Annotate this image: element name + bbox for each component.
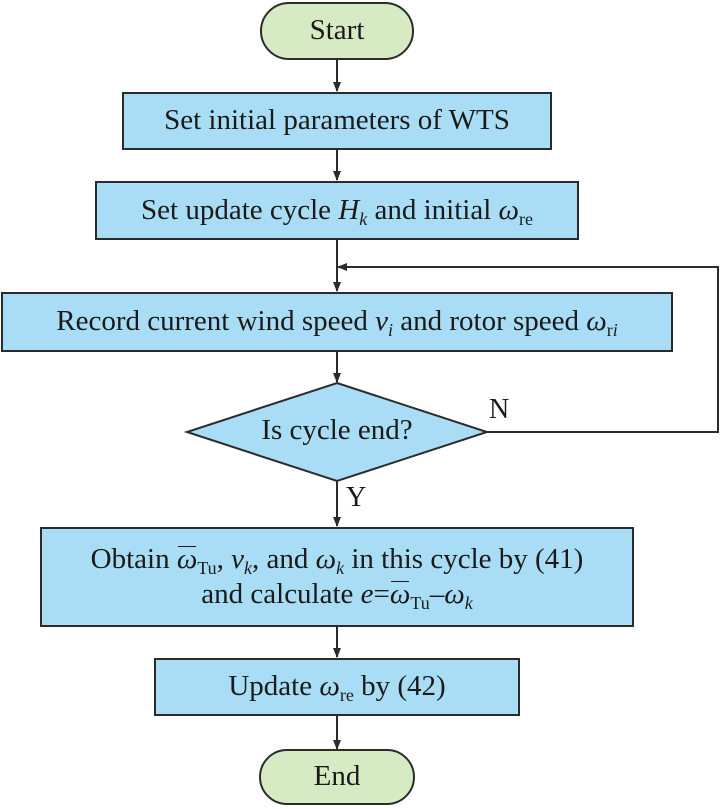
set-parameters-box: Set initial parameters of WTS — [122, 92, 552, 150]
update-omega-label: Update ωre by (42) — [228, 670, 446, 706]
end-label: End — [313, 760, 361, 793]
update-omega-box: Update ωre by (42) — [154, 658, 520, 716]
obtain-line-2: and calculate e=ωTu–ωk — [201, 578, 473, 613]
start-node: Start — [260, 2, 414, 60]
set-update-cycle-label: Set update cycle Hk and initial ωre — [141, 193, 533, 229]
record-speed-label: Record current wind speed vi and rotor s… — [56, 305, 618, 341]
obtain-calculate-box: Obtain ωTu, vk, and ωk in this cycle by … — [40, 527, 634, 627]
decision-label: Is cycle end? — [261, 414, 413, 446]
branch-no-label: N — [489, 394, 510, 425]
obtain-line-1: Obtain ωTu, vk, and ωk in this cycle by … — [90, 542, 584, 578]
end-node: End — [259, 749, 415, 805]
record-speed-box: Record current wind speed vi and rotor s… — [1, 292, 673, 352]
branch-yes-label: Y — [346, 482, 367, 513]
set-parameters-label: Set initial parameters of WTS — [164, 104, 510, 137]
obtain-calculate-label: Obtain ωTu, vk, and ωk in this cycle by … — [91, 542, 584, 613]
set-update-cycle-box: Set update cycle Hk and initial ωre — [95, 181, 579, 240]
decision-diamond — [183, 381, 491, 483]
arrow-loop-no — [337, 263, 719, 433]
start-label: Start — [309, 14, 365, 47]
